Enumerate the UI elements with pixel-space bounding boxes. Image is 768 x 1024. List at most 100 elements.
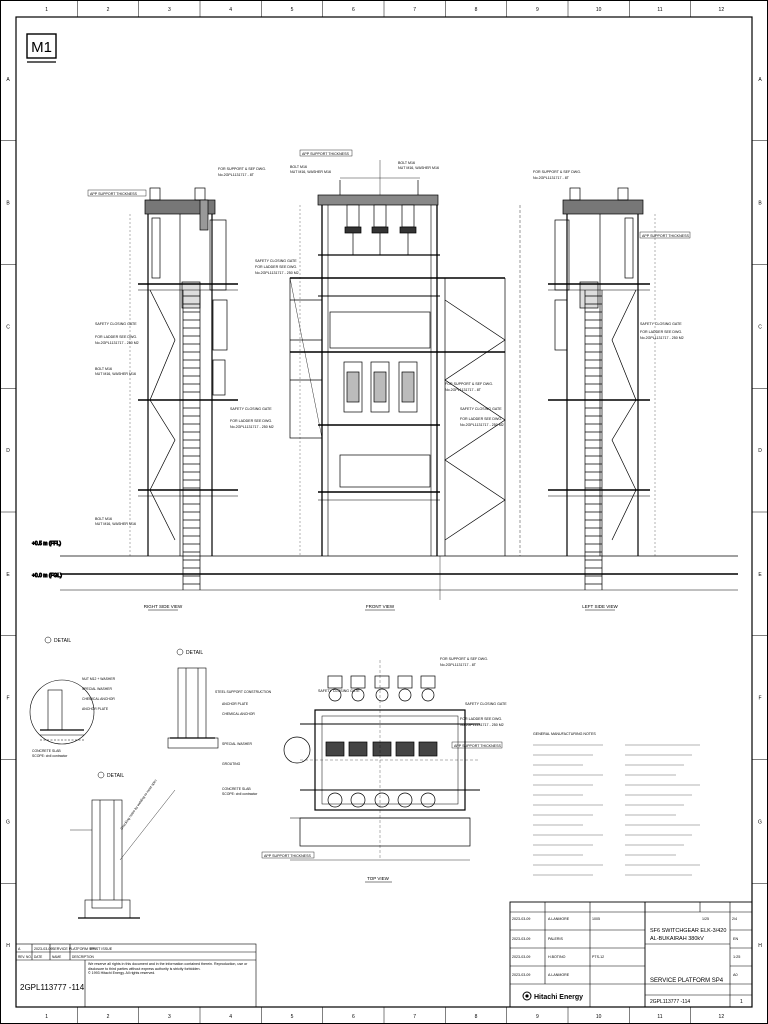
- zone-number: 5: [291, 1014, 294, 1020]
- detail-2-label: DETAIL: [186, 650, 203, 656]
- front-view-label: FRONT VIEW: [366, 604, 395, 609]
- front-view: [289, 160, 521, 600]
- callout-ladder-ref-front-2: No.2GPL1131717 - 250 M2: [460, 423, 504, 427]
- callout-ladder-front: FOR LADDER SEE DWG.: [255, 265, 297, 269]
- callout-ladder-ref-ls: No.2GPL1131717 - 250 M2: [640, 336, 684, 340]
- zone-number: 8: [475, 1014, 478, 1020]
- zone-number: 2: [107, 7, 110, 13]
- zone-number: 11: [657, 1014, 662, 1020]
- rev-header-name: NAME: [52, 955, 61, 959]
- top-view-callouts: FOR SUPPORT & SEF DWG. No.2GPL1131717 - …: [261, 657, 507, 859]
- front-callouts: APP SUPPORT THICKNESS FOR SUPPORT & SEF …: [87, 149, 691, 526]
- rev-name: FIRST ISSUE: [90, 947, 113, 951]
- zone-number: 1: [45, 7, 48, 13]
- callout-app-support-front: APP SUPPORT THICKNESS: [302, 152, 349, 156]
- drawing-title: SERVICE PLATFORM SP4: [650, 978, 724, 984]
- zone-number: 10: [596, 7, 602, 13]
- rev-header-no: REV. NO.: [18, 955, 32, 959]
- rev-letter: A: [18, 947, 21, 951]
- tv-ladder-ref: No.2GPL1131717 - 250 M2: [460, 723, 504, 727]
- callout-safety-gate-rs-2: SAFETY CLOSING GATE: [230, 407, 272, 411]
- tb-date-2: 2023-03-09: [512, 937, 530, 941]
- sheet-number: 1: [740, 999, 743, 1005]
- callout-ladder-ls: FOR LADDER SEE DWG.: [640, 330, 682, 334]
- tv-safety-gate-2: SAFETY CLOSING GATE: [318, 689, 360, 693]
- zone-number: 4: [229, 1014, 232, 1020]
- zone-letter: B: [758, 201, 762, 207]
- tb-date-4: 2023-03-09: [512, 973, 530, 977]
- callout-nut-front-2: NUT M16, WASHER M16: [398, 166, 439, 170]
- zone-letter: G: [6, 819, 10, 825]
- callout-support-steel-rs: FOR SUPPORT & SEF DWG.: [218, 167, 266, 171]
- callout-steel-ref-ls: No.2GPL1131717 - 8T: [533, 176, 570, 180]
- level-ffl: +0.5 m (FFL): [32, 541, 61, 547]
- zone-letter: A: [6, 77, 10, 83]
- detail-3-label: DETAIL: [107, 773, 124, 779]
- rev-header-desc: DESCRIPTION: [72, 955, 94, 959]
- tb-ref-3: 2/4: [732, 917, 737, 921]
- tv-support-steel: FOR SUPPORT & SEF DWG.: [440, 657, 488, 661]
- drawing-number: 2GPL113777 -114: [650, 999, 690, 1005]
- notes-heading: GENERAL MANUFACTURING NOTES: [533, 732, 596, 736]
- zone-letter: H: [758, 943, 762, 949]
- general-notes: GENERAL MANUFACTURING NOTES: [533, 732, 700, 876]
- callout-ladder-rs: FOR LADDER SEE DWG.: [95, 335, 137, 339]
- callout-app-support-ls: APP SUPPORT THICKNESS: [642, 234, 689, 238]
- zone-number: 6: [352, 7, 355, 13]
- zone-number: 9: [536, 7, 539, 13]
- rev-header-date: DATE: [34, 955, 42, 959]
- zone-number: 12: [719, 7, 725, 13]
- zone-letter: E: [758, 572, 762, 578]
- zone-number: 12: [719, 1014, 725, 1020]
- zone-letter: G: [758, 819, 762, 825]
- sheet-mark-text: M1: [31, 39, 52, 56]
- tv-ladder: FOR LADDER SEE DWG.: [460, 717, 502, 721]
- detail-views: [29, 667, 219, 919]
- doc-number-left: 2GPL113777 -114: [20, 983, 85, 992]
- callout-steel-ref-front: No.2GPL1131717 - 8T: [445, 388, 482, 392]
- zone-number: 3: [168, 1014, 171, 1020]
- zone-letter: E: [6, 572, 10, 578]
- zone-letter: D: [758, 448, 762, 454]
- detail-checking-note: Checking notes by welding to meet spec: [120, 778, 158, 830]
- callout-ladder-ref-rs-2: No.2GPL1131717 - 250 M2: [230, 425, 274, 429]
- top-view: [283, 660, 480, 861]
- tb-ref-2: 1/25: [702, 917, 709, 921]
- tb-name-2: PALERIS: [548, 937, 564, 941]
- callout-steel-ref-rs: No.2GPL1131717 - 8T: [218, 173, 255, 177]
- left-side-view: [548, 187, 656, 590]
- company-logo: Hitachi Energy: [522, 991, 583, 1001]
- callout-support-steel-ls: FOR SUPPORT & SEF DWG.: [533, 170, 581, 174]
- tv-steel-ref: No.2GPL1131717 - 8T: [440, 663, 477, 667]
- tb-ref-1: 1005: [592, 917, 600, 921]
- detail-chemical-anchor: CHEMICAL ANCHOR: [82, 697, 115, 701]
- callout-ladder-ref-rs: No.2GPL1131717 - 250 M2: [95, 341, 139, 345]
- scale-value: 1:25: [733, 955, 740, 959]
- callout-ladder-ref-front: No.2GPL1131717 - 250 M2: [255, 271, 299, 275]
- zone-number: 1: [45, 1014, 48, 1020]
- callout-bolt-front-2: BOLT M16: [398, 161, 415, 165]
- zone-letter: A: [758, 77, 762, 83]
- detail-scope-2: SCOPE: civil contractor: [222, 792, 258, 796]
- tv-safety-gate: SAFETY CLOSING GATE: [465, 702, 507, 706]
- zone-letter: C: [6, 324, 10, 330]
- callout-bolt-rs: BOLT M16: [95, 367, 112, 371]
- copyright-text-2: © 1993 Hitachi Energy. All rights reserv…: [88, 971, 156, 976]
- zone-letter: F: [6, 696, 9, 702]
- detail-chem-anchor-2: CHEMICAL ANCHOR: [222, 712, 255, 716]
- sheet-mark: M1: [26, 33, 57, 63]
- detail-scope: SCOPE: civil contractor: [32, 754, 68, 758]
- tb-name-4: A.LANMORE: [548, 973, 570, 977]
- level-fgl: +0.0 m (FGL): [32, 573, 62, 579]
- project-name: SF6 SWITCHGEAR ELK-3/420: [650, 928, 726, 934]
- detail-steel-support: STEEL SUPPORT CONSTRUCTION: [215, 690, 272, 694]
- zone-letter: H: [6, 943, 10, 949]
- callout-support-steel-front: FOR SUPPORT & SEF DWG.: [445, 382, 493, 386]
- callout-safety-gate-ls: SAFETY CLOSING GATE: [640, 322, 682, 326]
- tb-date-1: 2023-03-09: [512, 917, 530, 921]
- zone-number: 2: [107, 1014, 110, 1020]
